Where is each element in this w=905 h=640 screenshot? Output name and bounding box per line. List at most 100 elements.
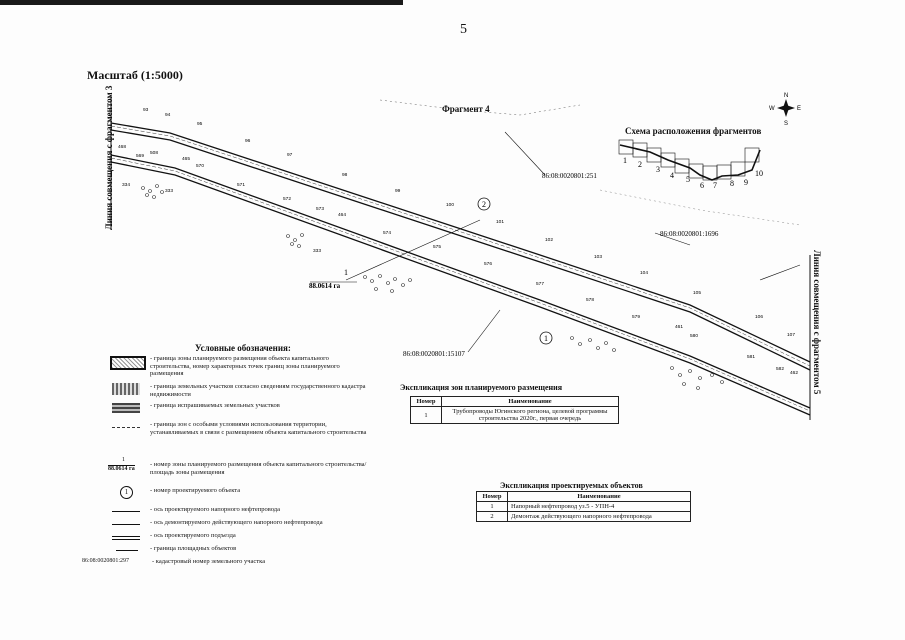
point-label: 581 bbox=[747, 354, 755, 360]
legend-text: - ось проектируемого напорного нефтепров… bbox=[150, 506, 280, 513]
scheme-num: 2 bbox=[638, 160, 642, 169]
point-label: 99 bbox=[395, 188, 401, 194]
scheme-num: 7 bbox=[713, 181, 717, 190]
area-boundary-dashed-2 bbox=[599, 189, 801, 226]
zone-boundary-upper-top bbox=[110, 122, 811, 363]
cadastral-number-15107: 86:08:0020801:15107 bbox=[403, 350, 465, 358]
scheme-num: 4 bbox=[670, 171, 674, 180]
legend-item-special-zones: - граница зон с особыми условиями исполь… bbox=[108, 421, 368, 436]
top-border-bar bbox=[0, 0, 403, 5]
object-marker-1-label: 1 bbox=[544, 334, 548, 343]
zones-table: Номер Наименование 1 Трубопроводы Югинск… bbox=[410, 396, 619, 424]
point-label: 576 bbox=[484, 261, 492, 267]
point-label: 97 bbox=[287, 152, 293, 158]
point-label: 101 bbox=[496, 219, 504, 225]
point-label: 93 bbox=[143, 107, 149, 113]
point-label: 468 bbox=[118, 144, 126, 150]
scheme-num: 8 bbox=[730, 179, 734, 188]
scheme-num: 6 bbox=[700, 181, 704, 190]
legend-item-cadastral: 86:08:0020801:297 - кадастровый номер зе… bbox=[82, 558, 372, 570]
pipeline-axis-upper bbox=[110, 125, 811, 367]
terrain-markers-mid bbox=[363, 274, 412, 293]
pipeline-axis-lower bbox=[110, 157, 811, 412]
legend-symbol-special bbox=[108, 421, 150, 433]
object-marker-1 bbox=[539, 331, 553, 345]
leader-line-c3 bbox=[467, 309, 501, 353]
legend-symbol-requested bbox=[108, 402, 150, 414]
legend-title: Условные обозначения: bbox=[195, 343, 291, 353]
objects-cell-number: 1 bbox=[476, 501, 508, 512]
point-label: 582 bbox=[776, 366, 784, 372]
point-label: 574 bbox=[383, 230, 391, 236]
zone-boundary-lower-top bbox=[110, 154, 811, 409]
page-number: 5 bbox=[460, 22, 467, 37]
table-row: 1 Напорный нефтепровод уз.5 - УПН-4 bbox=[476, 501, 691, 512]
point-label: 462 bbox=[790, 370, 798, 376]
table-row: 1 Трубопроводы Югинского региона, целево… bbox=[410, 406, 619, 424]
point-label: 106 bbox=[755, 314, 763, 320]
compass-w: W bbox=[769, 106, 775, 112]
zone-number: 1 bbox=[344, 268, 348, 277]
leader-line-c1 bbox=[504, 131, 546, 176]
objects-table: Номер Наименование 1 Напорный нефтепрово… bbox=[476, 491, 691, 522]
cadastral-number-1696: 86:08:0020801:1696 bbox=[660, 230, 719, 238]
objects-table-title: Экспликация проектируемых объектов bbox=[500, 481, 643, 490]
object-marker-2-label: 2 bbox=[482, 200, 486, 209]
objects-cell-number: 2 bbox=[476, 511, 508, 522]
legend-text: - граница площадных объектов bbox=[150, 545, 237, 552]
scheme-num: 10 bbox=[755, 169, 763, 178]
legend-item-area-objects: - граница площадных объектов bbox=[108, 545, 368, 557]
legend-item-proposed-axis: - ось проектируемого напорного нефтепров… bbox=[108, 506, 368, 518]
legend-zone-num: 1 bbox=[122, 457, 125, 463]
leader-line-right bbox=[759, 264, 801, 281]
scheme-num: 5 bbox=[686, 175, 690, 184]
legend-text: - ось демонтируемого действующего напорн… bbox=[150, 519, 323, 526]
point-label: 580 bbox=[690, 333, 698, 339]
zones-col-name: Наименование bbox=[441, 396, 619, 407]
legend-item-object-number: 1 - номер проектируемого объекта bbox=[108, 486, 368, 499]
point-label: 104 bbox=[640, 270, 648, 276]
legend-text: - граница зоны планируемого размещения о… bbox=[150, 355, 340, 377]
zone-boundary-lower-bottom bbox=[110, 161, 811, 416]
point-label: 100 bbox=[446, 202, 454, 208]
legend-symbol-zone bbox=[108, 355, 150, 370]
cadastral-number-251: 86:08:0020801:251 bbox=[542, 172, 597, 180]
object-marker-2 bbox=[477, 197, 491, 211]
point-label: 95 bbox=[197, 121, 203, 127]
point-label: 575 bbox=[433, 244, 441, 250]
legend-item-zone-boundary: - граница зоны планируемого размещения о… bbox=[108, 355, 368, 378]
legend-text: - кадастровый номер земельного участка bbox=[152, 558, 266, 565]
zone-area-label: 88.0614 га bbox=[309, 282, 341, 290]
objects-col-name: Наименование bbox=[507, 491, 691, 502]
point-label: 461 bbox=[675, 324, 683, 330]
leader-line-c2 bbox=[654, 232, 691, 246]
legend-symbol-zone-number: 1 88.0614 га bbox=[108, 457, 150, 473]
point-label: 573 bbox=[316, 206, 324, 212]
scale-label: Масштаб (1:5000) bbox=[87, 68, 183, 82]
legend-item-zone-number: 1 88.0614 га - номер зоны планируемого р… bbox=[108, 457, 368, 476]
terrain-markers-left bbox=[141, 184, 304, 248]
compass-n: N bbox=[784, 93, 788, 99]
point-label: 572 bbox=[283, 196, 291, 202]
point-labels-upper: 93 94 95 96 97 98 99 100 101 102 103 104… bbox=[143, 107, 795, 338]
legend-symbol-object: 1 bbox=[108, 486, 150, 499]
point-label: 333 bbox=[313, 248, 321, 254]
compass-rose: N S W E bbox=[769, 93, 801, 127]
point-label: 464 bbox=[338, 212, 346, 218]
table-row: 2 Демонтаж действующего напорного нефтеп… bbox=[476, 511, 691, 522]
legend-text: - номер зоны планируемого размещения объ… bbox=[150, 461, 367, 476]
legend-symbol-parcels bbox=[108, 383, 150, 395]
point-label: 333 bbox=[165, 188, 173, 194]
point-label: 98 bbox=[342, 172, 348, 178]
point-label: 96 bbox=[245, 138, 251, 144]
point-labels-lower: 468 569 508 465 570 571 572 573 464 574 … bbox=[118, 144, 798, 376]
scheme-num: 3 bbox=[656, 165, 660, 174]
legend-zone-area: 88.0614 га bbox=[108, 465, 135, 472]
legend-item-requested-parcels: - граница испрашиваемых земельных участк… bbox=[108, 402, 368, 414]
zones-cell-number: 1 bbox=[410, 406, 442, 424]
legend-text: - номер проектируемого объекта bbox=[150, 487, 241, 494]
point-label: 569 bbox=[136, 153, 144, 159]
fragment-scheme: 1 2 3 4 5 6 7 8 9 10 bbox=[618, 139, 763, 190]
scheme-title: Схема расположения фрагментов bbox=[625, 126, 762, 136]
